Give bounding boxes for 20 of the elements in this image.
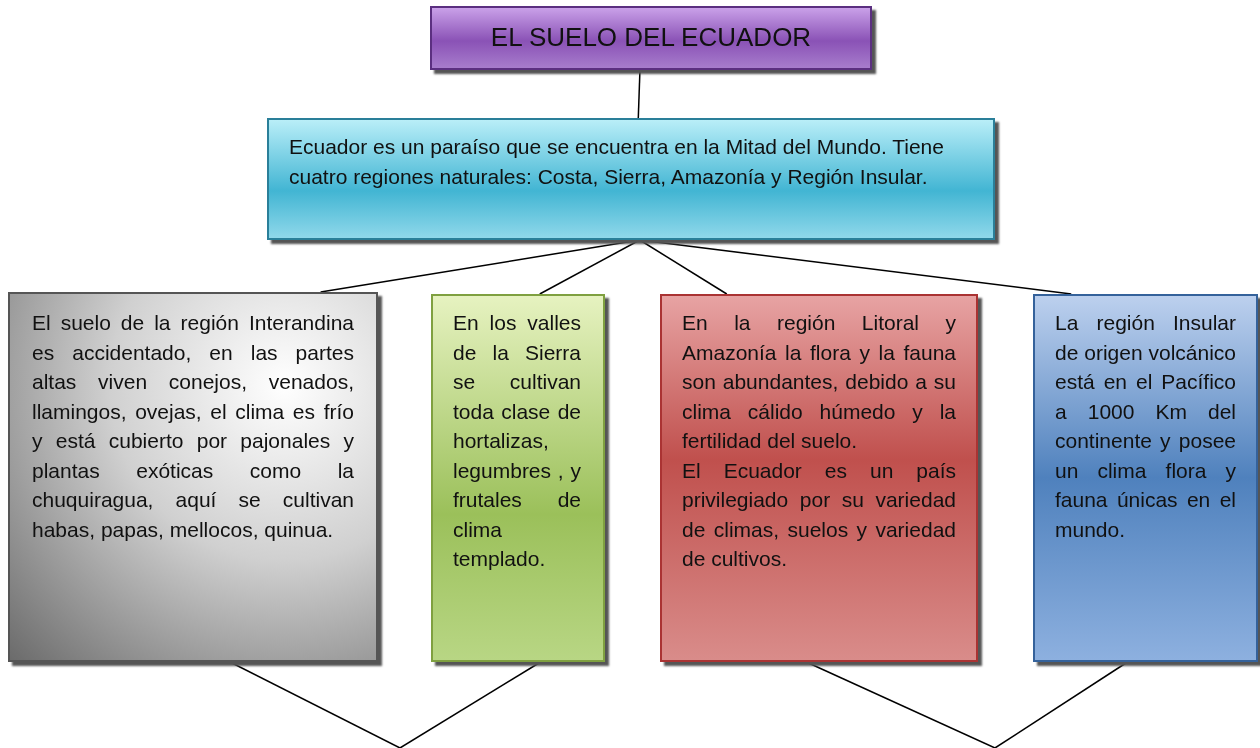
box-text: El suelo de la región Interandina es accidentado, en las partes altas viven conejos, venados, llamingos, ovejas, el clima es frío y está cubierto por pajonales y plantas exóticas como la chuquiragua, aquí se cultivan habas, papas, mellocos, quinua. <box>32 310 354 543</box>
region-box <box>8 292 378 662</box>
box-text: Ecuador es un paraíso que se encuentra en la Mitad del Mundo. Tiene cuatro regiones naturales: Costa, Sierra, Amazonía y Región Insular. <box>289 134 945 190</box>
region-box <box>1033 294 1258 662</box>
connector-line <box>229 661 401 748</box>
box-text: La región Insular de origen volcánico está en el Pacífico a 1000 Km del continente y posee un clima flora y fauna únicas en el mundo. <box>1055 310 1236 543</box>
connector-line <box>539 239 641 295</box>
intro-box <box>267 118 995 240</box>
connector-line <box>805 661 996 748</box>
connector-line <box>994 661 1129 748</box>
connector-line <box>637 69 641 119</box>
connector-line <box>399 661 542 748</box>
region-box <box>660 294 978 662</box>
connector-line <box>639 239 728 295</box>
box-text: En los valles de la Sierra se cultivan toda clase de hortalizas, legumbres , y frutales de clima templado. <box>453 310 581 572</box>
title-box <box>430 6 872 70</box>
region-box <box>431 294 605 662</box>
box-text: En la región Litoral y Amazonía la flora y la fauna son abundantes, debido a su clima cálido húmedo y la fertilidad del suelo. <box>682 310 956 454</box>
box-text: EL SUELO DEL ECUADOR <box>489 21 813 54</box>
box-text: El Ecuador es un país privilegiado por su variedad de climas, suelos y variedad de cultivos. <box>682 457 956 572</box>
